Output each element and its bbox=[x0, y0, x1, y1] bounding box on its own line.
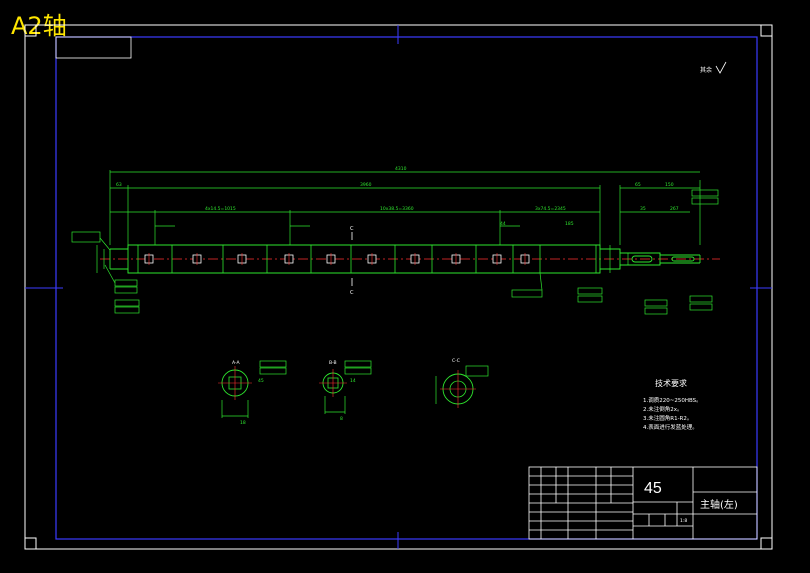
material-value: 45 bbox=[644, 480, 662, 497]
dim-overall: 4310 bbox=[395, 166, 407, 172]
tech-req-item: 4.表面进行发蓝处理。 bbox=[643, 423, 698, 431]
sheet-frame bbox=[24, 24, 773, 550]
dim-step-a: 65 bbox=[635, 182, 641, 188]
scale-value: 1:8 bbox=[680, 518, 687, 524]
tech-req-title: 技术要求 bbox=[655, 378, 687, 388]
dim-right-far-b: 267 bbox=[670, 206, 679, 212]
dim-left-small: 63 bbox=[116, 182, 122, 188]
section-c-bottom-label: C bbox=[350, 290, 354, 296]
dim-mid-span: 10x38.5=3360 bbox=[380, 206, 414, 212]
view-c-label: C-C bbox=[452, 358, 460, 364]
dim-main: 3960 bbox=[360, 182, 372, 188]
shaft-main-view: C C bbox=[100, 226, 720, 296]
section-c-top-label: C bbox=[350, 226, 354, 232]
dim-step-b: 35 bbox=[640, 206, 646, 212]
dim-right-small-a: 185 bbox=[565, 221, 574, 227]
view-b-label: B-B bbox=[329, 360, 337, 366]
title-block-text: 45 主轴(左) 1:8 bbox=[644, 480, 738, 524]
dim-right-span: 3x74.5=2345 bbox=[535, 206, 566, 212]
view-a-label: A-A bbox=[232, 360, 241, 366]
dimension-text: 4310 3960 4x14.5=1015 10x38.5=3360 3x74.… bbox=[116, 166, 679, 227]
dim-right-far-a: 150 bbox=[665, 182, 674, 188]
dimension-lines bbox=[96, 170, 701, 273]
section-view-c: C-C bbox=[435, 358, 489, 408]
view-a-width-dim: 45 bbox=[258, 378, 264, 384]
view-a-bottom-dim: 18 bbox=[240, 420, 246, 426]
roughness-note: 其余 bbox=[700, 61, 727, 74]
technical-requirements: 技术要求 1.调质220~250HBS。 2.未注倒角2x。 3.未注圆角R1-… bbox=[643, 378, 702, 431]
title-block bbox=[528, 466, 758, 540]
tech-req-item: 2.未注倒角2x。 bbox=[643, 405, 683, 413]
roughness-note-text: 其余 bbox=[700, 66, 712, 74]
dim-right-small-b: 44 bbox=[500, 221, 506, 227]
part-name: 主轴(左) bbox=[700, 498, 738, 511]
view-b-bottom-dim: 8 bbox=[340, 416, 343, 422]
section-view-a: A-A 45 18 bbox=[218, 360, 287, 426]
roughness-symbol-icon bbox=[715, 61, 727, 74]
view-b-width-dim: 14 bbox=[350, 378, 356, 384]
tolerance-frames bbox=[71, 189, 719, 315]
section-view-b: B-B 14 8 bbox=[319, 360, 372, 422]
tech-req-item: 3.未注圆角R1-R2。 bbox=[643, 414, 692, 422]
dim-left-span: 4x14.5=1015 bbox=[205, 206, 236, 212]
tech-req-item: 1.调质220~250HBS。 bbox=[643, 396, 702, 404]
watermark-label: A2轴 bbox=[11, 12, 67, 40]
